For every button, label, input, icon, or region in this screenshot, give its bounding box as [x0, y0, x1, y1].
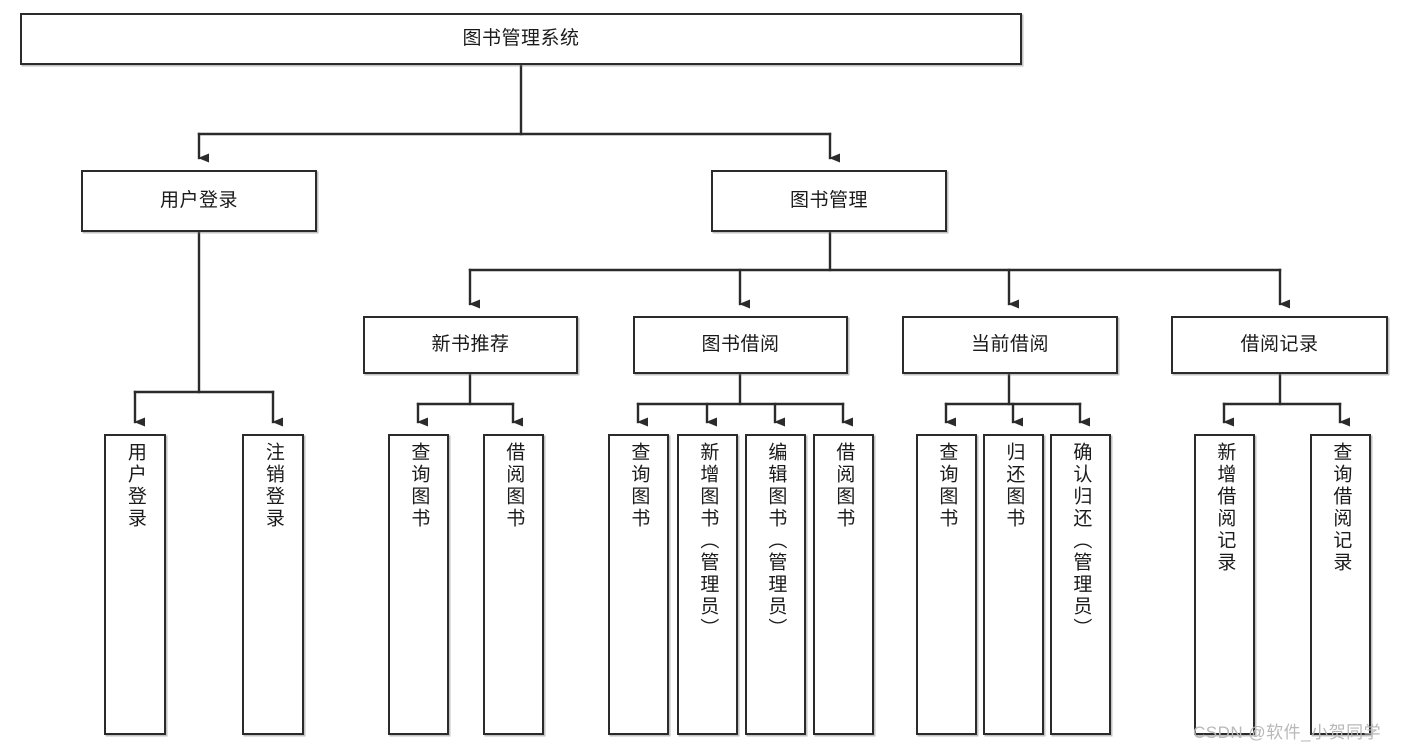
- node-root-system[interactable]: 图书管理系统: [20, 13, 1022, 65]
- node-user-login[interactable]: 用户登录: [81, 170, 317, 232]
- leaf-node[interactable]: 确认归还（管理员）: [1050, 434, 1111, 735]
- leaf-node-label: 新增图书（管理员）: [697, 442, 719, 640]
- node-current-borrow[interactable]: 当前借阅: [902, 316, 1118, 374]
- leaf-node[interactable]: 借阅图书: [813, 434, 874, 735]
- leaf-node[interactable]: 注销登录: [242, 434, 304, 735]
- leaf-node-label: 借阅图书: [503, 442, 525, 530]
- leaf-node-label: 编辑图书（管理员）: [765, 442, 787, 640]
- leaf-node-label: 借阅图书: [833, 442, 855, 530]
- leaf-node-label: 用户登录: [124, 442, 146, 530]
- node-user-login-label: 用户登录: [159, 190, 238, 212]
- node-current-borrow-label: 当前借阅: [970, 334, 1049, 356]
- leaf-node[interactable]: 编辑图书（管理员）: [745, 434, 806, 735]
- leaf-node-label: 查询借阅记录: [1330, 442, 1352, 574]
- leaf-node[interactable]: 新增图书（管理员）: [677, 434, 738, 735]
- leaf-node[interactable]: 查询图书: [916, 434, 977, 735]
- leaf-node[interactable]: 借阅图书: [483, 434, 544, 735]
- node-book-management-label: 图书管理: [789, 190, 868, 212]
- leaf-node[interactable]: 新增借阅记录: [1194, 434, 1255, 735]
- node-book-borrow[interactable]: 图书借阅: [633, 316, 848, 374]
- leaf-node-label: 新增借阅记录: [1214, 442, 1236, 574]
- leaf-node-label: 确认归还（管理员）: [1070, 442, 1092, 640]
- leaf-node-label: 查询图书: [408, 442, 430, 530]
- leaf-node-label: 归还图书: [1003, 442, 1025, 530]
- leaf-node-label: 查询图书: [628, 442, 650, 530]
- leaf-node-label: 查询图书: [936, 442, 958, 530]
- node-new-book-recommend[interactable]: 新书推荐: [363, 316, 578, 374]
- leaf-node[interactable]: 归还图书: [983, 434, 1044, 735]
- node-borrow-record-label: 借阅记录: [1240, 334, 1319, 356]
- node-new-book-recommend-label: 新书推荐: [431, 334, 510, 356]
- node-book-management[interactable]: 图书管理: [711, 170, 947, 232]
- node-book-borrow-label: 图书借阅: [701, 334, 780, 356]
- leaf-node[interactable]: 查询图书: [388, 434, 449, 735]
- leaf-node-label: 注销登录: [262, 442, 284, 530]
- leaf-node[interactable]: 查询借阅记录: [1310, 434, 1371, 735]
- leaf-node[interactable]: 用户登录: [104, 434, 166, 735]
- leaf-node[interactable]: 查询图书: [608, 434, 669, 735]
- node-borrow-record[interactable]: 借阅记录: [1171, 316, 1388, 374]
- node-root-label: 图书管理系统: [462, 28, 580, 50]
